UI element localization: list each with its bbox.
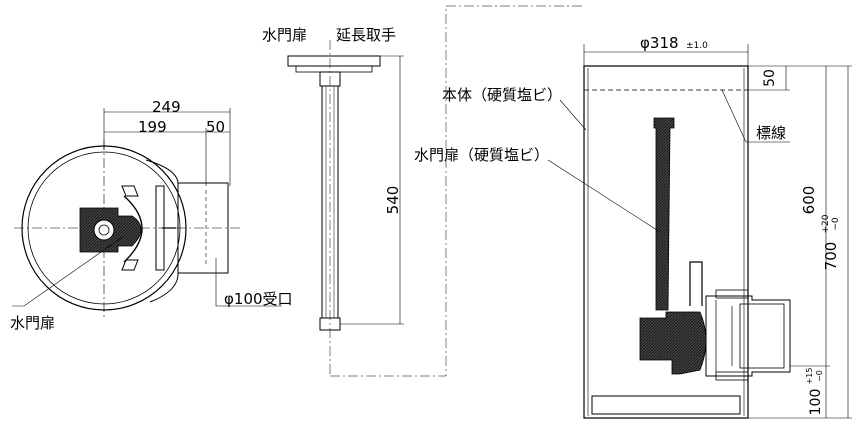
label-body-pvc: 本体（硬質塩ビ） <box>442 86 562 104</box>
dim-600: 600 <box>800 186 818 215</box>
dim-phi318-tolerance: ±1.0 <box>686 41 708 51</box>
dim-phi318: φ318 <box>640 34 679 52</box>
dim-540: 540 <box>384 186 402 215</box>
label-inlet: φ100受口 <box>224 290 293 308</box>
section-view <box>547 44 852 419</box>
dim-700-tol-plus: +20 <box>821 214 831 233</box>
dim-199: 199 <box>138 118 167 136</box>
dim-700: 700 <box>822 242 840 271</box>
dim-249: 249 <box>152 98 181 116</box>
labels: 水門扉 延長取手 249 199 50 φ100受口 水門扉 540 φ318 … <box>10 26 841 415</box>
label-water-gate-door: 水門扉 <box>262 26 307 44</box>
label-marker-line: 標線 <box>756 124 786 142</box>
dim-700-tol-minus: −0 <box>831 217 841 231</box>
dim-100-tol-plus: +15 <box>805 368 814 385</box>
dim-100-tol-minus: −0 <box>815 370 824 382</box>
dim-100: 100 <box>808 389 824 416</box>
dim-50-top: 50 <box>206 118 225 136</box>
label-water-gate-door-left: 水門扉 <box>10 314 55 332</box>
extension-handle-view <box>287 5 584 377</box>
label-gate-pvc: 水門扉（硬質塩ビ） <box>414 146 549 164</box>
dim-50-right: 50 <box>762 69 778 87</box>
top-view <box>12 108 282 318</box>
label-extension-handle: 延長取手 <box>336 26 396 44</box>
